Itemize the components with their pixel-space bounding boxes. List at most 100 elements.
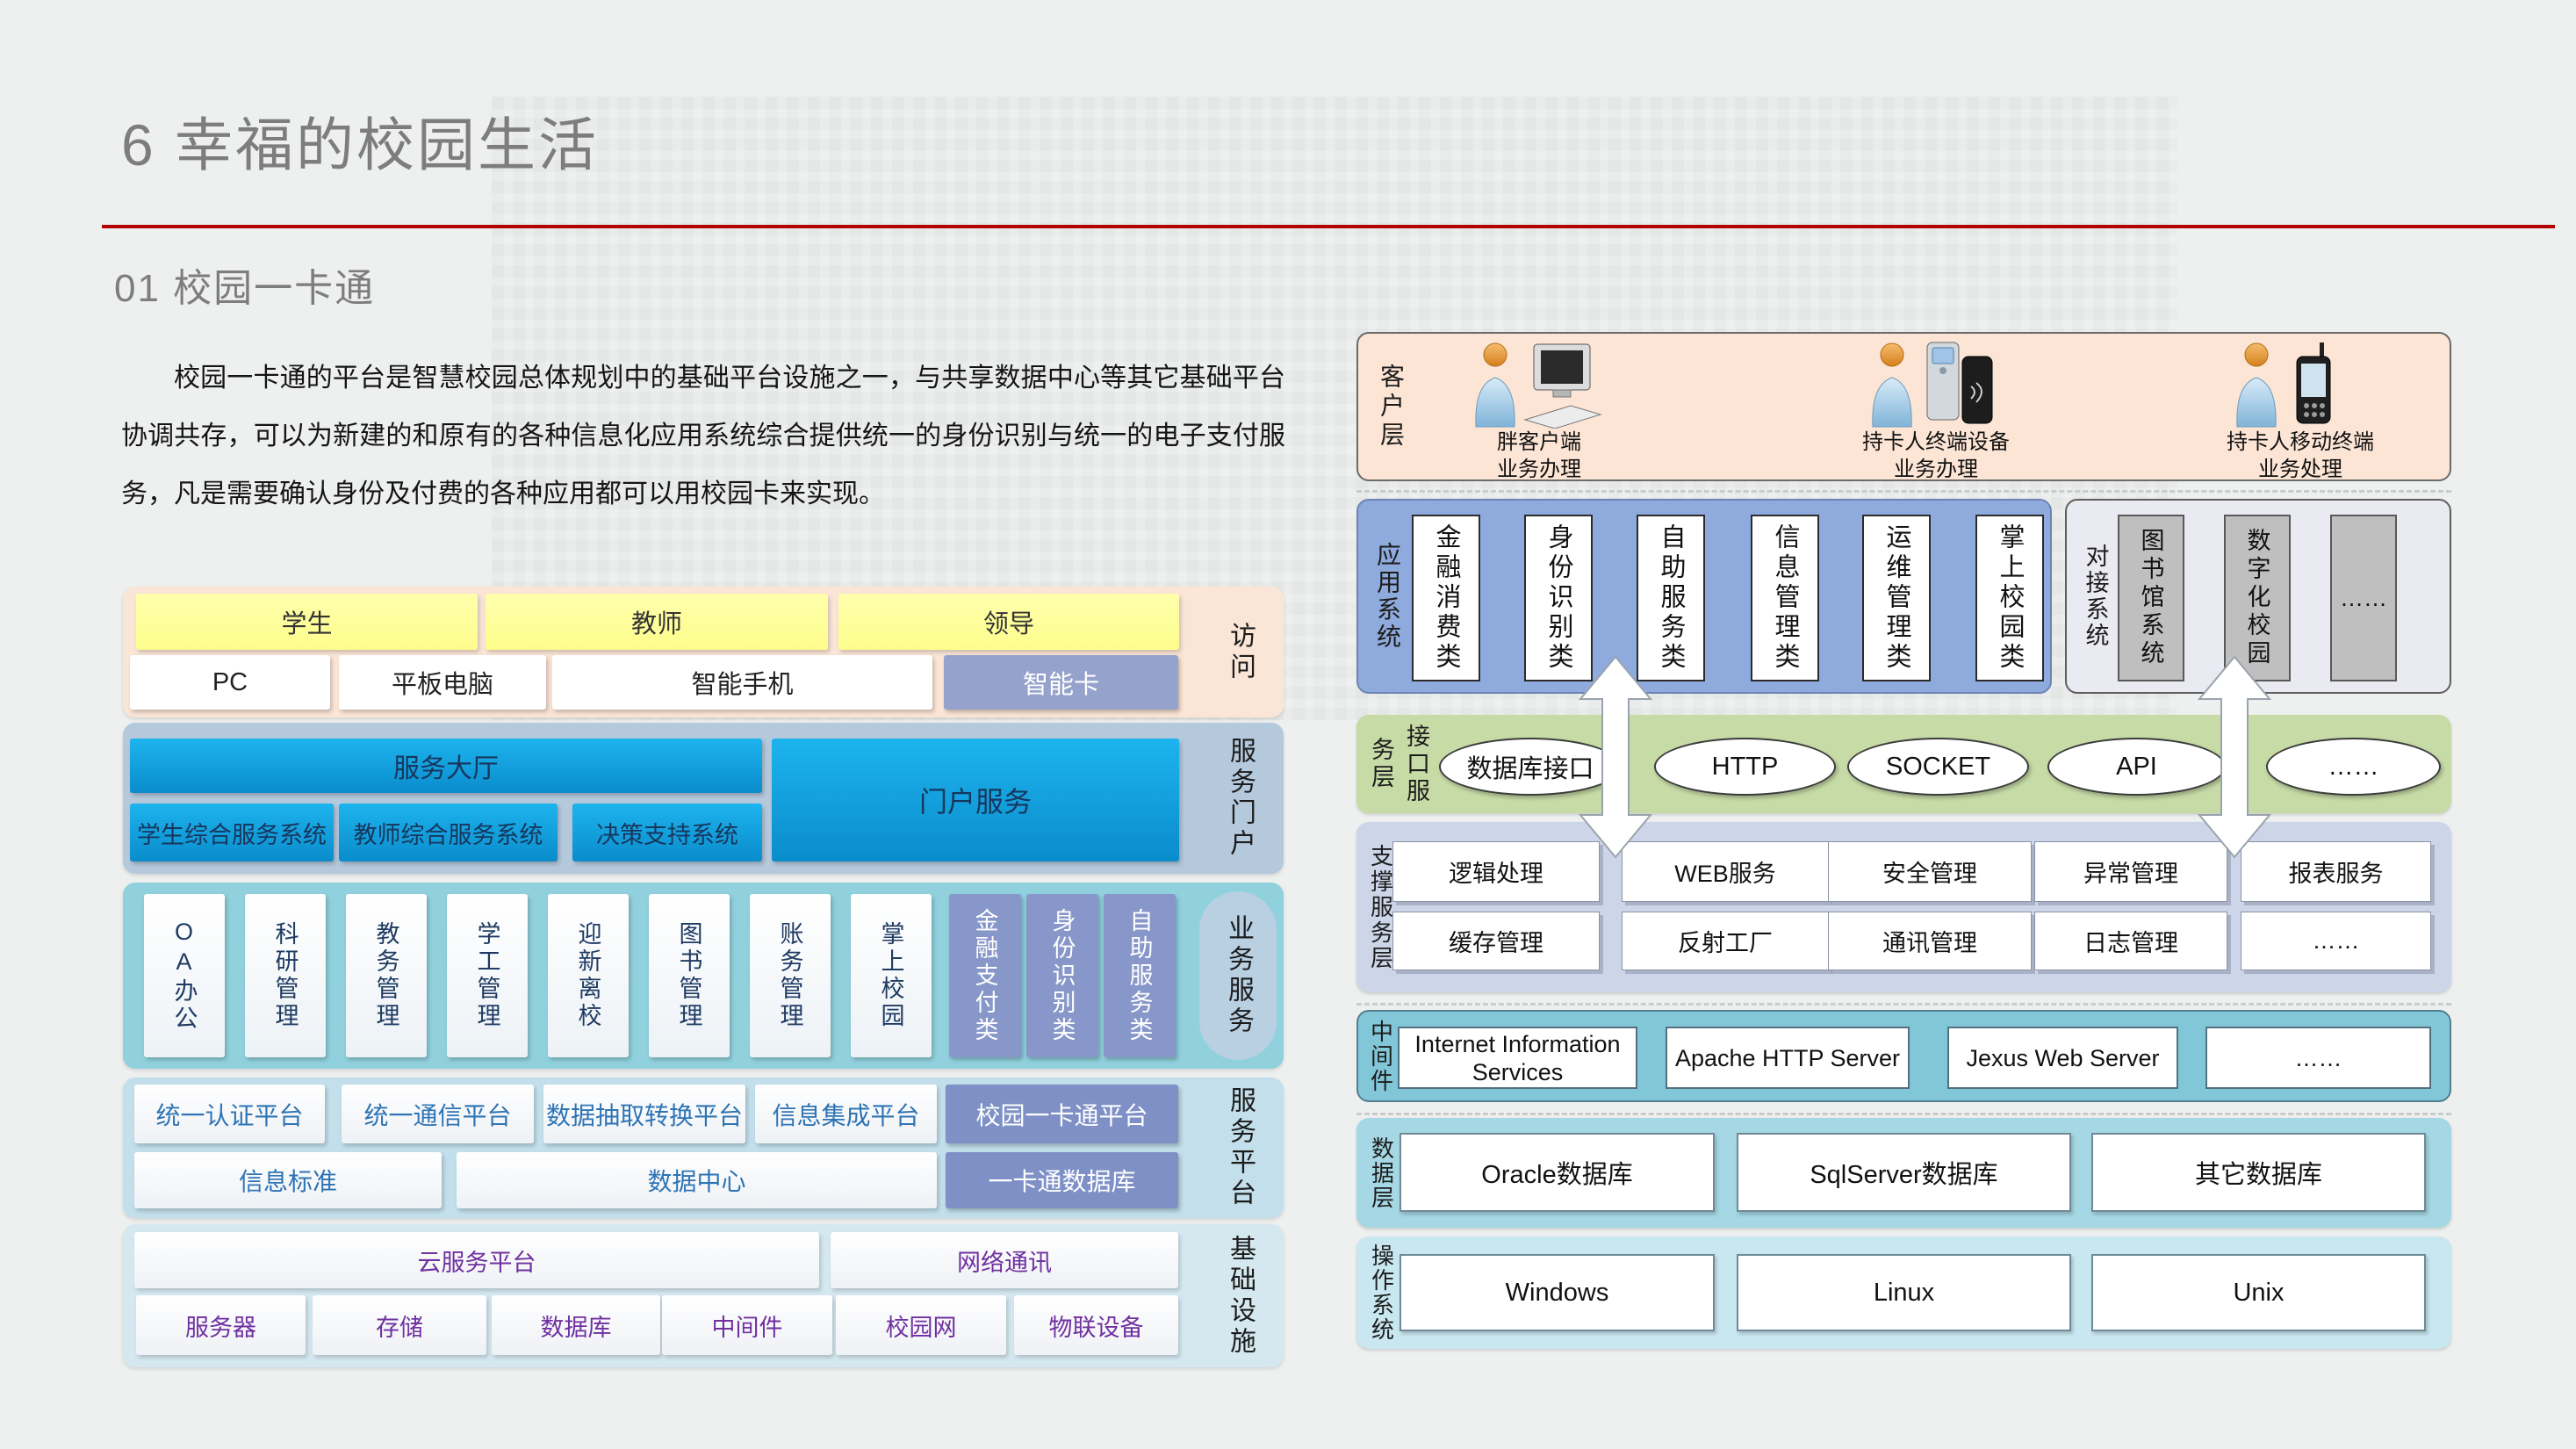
support-box: WEB服务 [1622, 841, 1829, 902]
business-label-pill [1199, 891, 1277, 1060]
section-subtitle: 01 校园一卡通 [114, 267, 376, 310]
infrastructure-band: 云服务平台 网络通讯 服务器 存储 数据库 中间件 校园网 物联设备 基础设施 [123, 1224, 1284, 1367]
business-item-box: OA办公 [144, 894, 225, 1057]
interface-ellipse: 数据库接口 [1439, 738, 1622, 796]
middleware-box: Apache HTTP Server [1666, 1027, 1910, 1089]
business-item-box: 迎新离校 [548, 894, 629, 1057]
left-architecture-diagram: 学生 教师 领导 PC 平板电脑 智能手机 智能卡 访问 服务大厅 学生综合服务… [123, 587, 1284, 1367]
interface-ellipse: HTTP [1654, 738, 1836, 796]
client-group-mobile: 持卡人移动终端 业务处理 [2177, 341, 2423, 481]
service-platform-label: 服务平台 [1226, 1086, 1255, 1209]
service-hall-box: 服务大厅 [130, 739, 762, 793]
middleware-label: 中间件 [1367, 1019, 1394, 1093]
app-system-box: 金融消费类 [1412, 515, 1480, 681]
os-box: Linux [1737, 1254, 2071, 1331]
business-item-box: 教务管理 [346, 894, 427, 1057]
double-arrow-external-support [2197, 655, 2272, 859]
business-service-label: 业务服务 [1224, 914, 1253, 1037]
access-user-box: 领导 [838, 594, 1179, 650]
portal-system-box: 决策支持系统 [572, 804, 762, 861]
platform-box: 信息标准 [134, 1152, 442, 1208]
database-box: 其它数据库 [2091, 1133, 2426, 1212]
interface-ellipse: SOCKET [1847, 738, 2029, 796]
interface-service-label: 接口服务层 [1368, 723, 1429, 805]
infra-box: 数据库 [492, 1295, 660, 1355]
portal-service-box: 门户服务 [772, 739, 1179, 861]
portal-system-box: 学生综合服务系统 [130, 804, 334, 861]
business-purple-box: 身份识别类 [1026, 894, 1098, 1057]
integrated-system-box: 数字化校园 [2224, 515, 2291, 681]
business-item-box: 学工管理 [447, 894, 528, 1057]
support-service-band: 支撑服务层 逻辑处理 WEB服务 安全管理 异常管理 报表服务 缓存管理 反射工… [1356, 822, 2451, 992]
interface-service-label-wrap: 接口服务层 [1358, 715, 1439, 813]
business-item-box: 科研管理 [245, 894, 326, 1057]
access-device-box: 平板电脑 [339, 655, 546, 710]
right-architecture-diagram: 客户层 胖客户端 业务办理 [1356, 332, 2451, 1349]
support-box: 安全管理 [1828, 841, 2032, 902]
access-device-box: 智能手机 [552, 655, 932, 710]
os-box: Unix [2091, 1254, 2426, 1331]
support-box: …… [2241, 912, 2431, 970]
support-box: 异常管理 [2034, 841, 2227, 902]
database-box: SqlServer数据库 [1737, 1133, 2071, 1212]
service-portal-band: 服务大厅 学生综合服务系统 教师综合服务系统 决策支持系统 门户服务 服务门户 [123, 723, 1284, 874]
access-user-box: 学生 [136, 594, 478, 650]
business-item-box: 账务管理 [750, 894, 831, 1057]
business-item-box: 图书管理 [649, 894, 730, 1057]
business-item-box: 掌上校园 [851, 894, 932, 1057]
infra-box: 中间件 [662, 1295, 832, 1355]
user-card-terminal-icon [1872, 342, 1993, 428]
interface-service-band: 接口服务层 数据库接口 HTTP SOCKET API …… [1356, 715, 2451, 813]
app-system-box: 掌上校园类 [1975, 515, 2044, 681]
middleware-band: 中间件 Internet Information Services Apache… [1356, 1010, 2451, 1102]
interface-ellipse: API [2047, 738, 2226, 796]
support-box: 逻辑处理 [1392, 841, 1600, 902]
access-layer-label: 访问 [1226, 621, 1255, 683]
middleware-box: …… [2205, 1027, 2431, 1089]
infra-box: 网络通讯 [831, 1232, 1178, 1288]
client-layer-label: 客户层 [1378, 363, 1405, 451]
support-service-label: 支撑服务层 [1367, 843, 1394, 971]
client-caption: 持卡人移动终端 [2227, 430, 2374, 454]
client-caption: 胖客户端 [1497, 430, 1581, 454]
intro-paragraph: 校园一卡通的平台是智慧校园总体规划中的基础平台设施之一，与共享数据中心等其它基础… [121, 364, 1285, 508]
platform-onecard-box: 校园一卡通平台 [946, 1085, 1178, 1143]
support-box: 报表服务 [2241, 841, 2431, 902]
title-divider-line [102, 225, 2555, 228]
business-purple-box: 金融支付类 [949, 894, 1021, 1057]
layer-separator [1356, 1113, 2451, 1115]
app-system-box: 信息管理类 [1751, 515, 1819, 681]
os-box: Windows [1400, 1254, 1715, 1331]
platform-onecard-db-box: 一卡通数据库 [946, 1152, 1178, 1208]
business-purple-box: 自助服务类 [1104, 894, 1176, 1057]
user-mobile-phone-icon [2236, 342, 2331, 428]
platform-box: 统一认证平台 [134, 1085, 325, 1143]
support-box: 反射工厂 [1622, 912, 1829, 970]
layer-separator [1356, 1003, 2451, 1006]
middleware-box: Jexus Web Server [1947, 1027, 2178, 1089]
application-systems-label: 应用系统 [1374, 542, 1401, 651]
client-group-fat-client: 胖客户端 业务办理 [1416, 341, 1662, 481]
platform-box: 统一通信平台 [342, 1085, 534, 1143]
client-layer-band: 客户层 胖客户端 业务办理 [1356, 332, 2451, 481]
access-user-box: 教师 [486, 594, 828, 650]
service-portal-label: 服务门户 [1226, 737, 1255, 860]
app-system-box: 自助服务类 [1637, 515, 1705, 681]
infra-box: 云服务平台 [134, 1232, 819, 1288]
data-layer-band: 数据层 Oracle数据库 SqlServer数据库 其它数据库 [1356, 1118, 2451, 1228]
os-layer-band: 操作系统 Windows Linux Unix [1356, 1236, 2451, 1349]
client-group-card-terminal: 持卡人终端设备 业务办理 [1813, 341, 2059, 481]
application-systems-band: 应用系统 金融消费类 身份识别类 自助服务类 信息管理类 运维管理类 掌上校园类 [1356, 499, 2052, 694]
integrated-system-box: …… [2330, 515, 2397, 681]
app-system-box: 身份识别类 [1524, 515, 1593, 681]
client-caption: 持卡人终端设备 [1862, 430, 2010, 454]
support-box: 缓存管理 [1392, 912, 1600, 970]
integrated-systems-label: 对接系统 [2082, 544, 2109, 649]
middleware-box: Internet Information Services [1398, 1027, 1637, 1089]
app-system-box: 运维管理类 [1862, 515, 1931, 681]
double-arrow-apps-support [1578, 655, 1653, 859]
infra-box: 校园网 [836, 1295, 1006, 1355]
client-caption: 业务办理 [1497, 458, 1581, 481]
client-caption: 业务办理 [1894, 458, 1978, 481]
